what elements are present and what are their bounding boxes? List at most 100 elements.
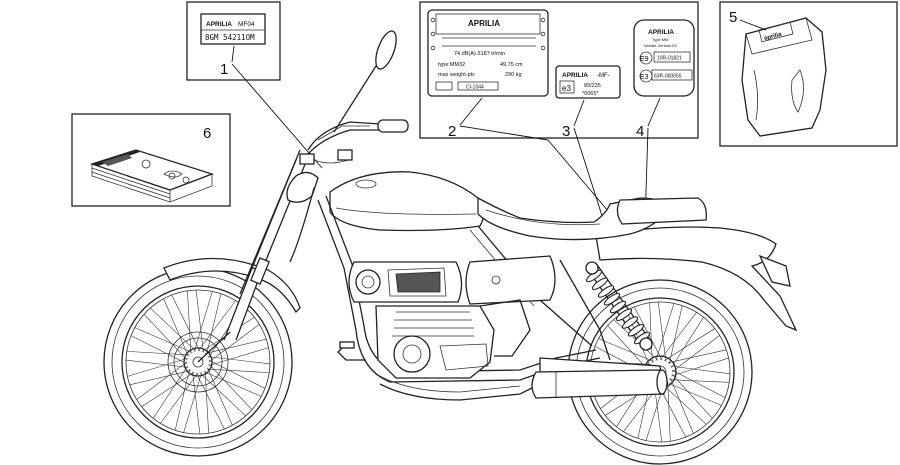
- leader-4-a: [647, 97, 661, 127]
- engine: [375, 299, 531, 379]
- plate-3-suffix: -MF-: [597, 73, 610, 79]
- plate-2-weight-label: max weight-ptc: [438, 72, 475, 78]
- front-wheel-spoke: [208, 359, 266, 389]
- front-fork: [197, 149, 311, 363]
- rear-wheel-spoke: [667, 381, 671, 442]
- front-wheel-spoke: [206, 293, 222, 355]
- plate-2-type-value: 49,75 cm: [500, 62, 523, 68]
- headlight: [286, 171, 319, 203]
- front-wheel-spoke: [187, 290, 192, 354]
- front-wheel-spoke: [199, 372, 246, 417]
- plate-4-variant: Variant-Version:03: [644, 43, 677, 48]
- rear-light: [758, 254, 791, 287]
- shock-spring-coil: [609, 300, 627, 314]
- rear-wheel-spoke: [671, 317, 704, 369]
- leader-2-b: [459, 125, 549, 141]
- front-wheel-spoke: [183, 372, 203, 433]
- front-wheel-spoke: [205, 338, 267, 354]
- plate-3-serial: *0065*: [582, 91, 599, 97]
- item-5-sticker-packet: aprilia: [741, 17, 827, 137]
- rear-wheel-spoke: [607, 325, 649, 371]
- rear-wheel-spoke: [657, 301, 667, 362]
- front-brake-disc: [167, 331, 229, 393]
- front-wheel-spoke: [141, 372, 195, 408]
- plate-2-data-label: APRILIA 74 dB(A)-3187 tr/min type:MM32 4…: [427, 9, 549, 97]
- front-wheel-spoke: [127, 357, 188, 377]
- shock-spring-coil: [627, 323, 645, 337]
- rear-wheel-spoke: [649, 302, 653, 363]
- leader-5: [739, 19, 767, 31]
- plate-3-homologation-label: APRILIA -MF- e3 89/235 *0065*: [555, 65, 621, 99]
- front-wheel-spoke: [197, 300, 236, 352]
- front-wheel-spoke: [207, 356, 271, 365]
- plate-2-noise: 74 dB(A)-3187 tr/min: [454, 51, 505, 57]
- rear-shock: [585, 261, 653, 351]
- leader-1-a: [231, 45, 235, 63]
- leader-3-b: [573, 127, 605, 223]
- leader-3-a: [573, 99, 585, 127]
- rear-wheel-spoke: [598, 338, 655, 362]
- plate-4-type: Type MM: [652, 37, 668, 42]
- inset-frame-manual-6: [71, 113, 231, 207]
- leader-2-a: [459, 97, 483, 126]
- rear-wheel-spoke: [669, 379, 730, 383]
- inset-frame-plates-2-4: [419, 1, 699, 139]
- front-wheel-spoke: [171, 294, 201, 352]
- motorcycle-drawing: [103, 30, 798, 465]
- front-wheel-spoke: [129, 370, 191, 386]
- side-cover: [465, 255, 556, 305]
- shock-spring-coil: [615, 308, 633, 322]
- passenger-pad: [616, 197, 707, 225]
- leader-1-b: [231, 63, 323, 169]
- front-fender: [163, 257, 301, 314]
- plate-3-mark: e3: [562, 84, 571, 93]
- callout-6: 6: [203, 125, 211, 142]
- exhaust: [379, 369, 668, 401]
- plate-4-code-1: 10R-01821: [657, 56, 682, 62]
- front-wheel-spoke: [174, 369, 190, 431]
- front-wheel-spoke: [208, 347, 269, 367]
- plate-1-model: MF04: [238, 21, 255, 28]
- front-wheel-spoke: [208, 363, 253, 410]
- callout-4: 4: [636, 123, 644, 140]
- rear-wheel-spoke: [663, 328, 715, 361]
- rear-wheel-spoke: [655, 303, 675, 361]
- rear-wheel-spoke: [665, 382, 722, 406]
- front-wheel-spoke: [207, 367, 233, 426]
- plate-4-mark-2: E3: [640, 74, 649, 81]
- air-filter-cover: [348, 261, 463, 303]
- front-wheel-spoke: [130, 335, 188, 365]
- rear-wheel-spoke: [671, 357, 729, 377]
- fuel-tank: [329, 171, 485, 232]
- plate-4-code-2: 63R-000055: [654, 74, 682, 80]
- plate-4-mark-1: E9: [640, 56, 649, 63]
- plate-2-code: CI-1044: [466, 85, 484, 91]
- shock-spring-coil: [603, 292, 621, 306]
- front-wheel-spoke: [134, 327, 193, 353]
- front-wheel-spoke: [195, 289, 204, 353]
- rear-wheel-spoke: [659, 312, 697, 361]
- front-wheel-spoke: [125, 359, 189, 368]
- plate-2-brand: APRILIA: [468, 19, 500, 28]
- front-wheel-spoke: [160, 372, 199, 424]
- front-wheel-spoke: [150, 307, 197, 352]
- front-wheel-spoke: [203, 371, 262, 397]
- front-wheel-spoke: [195, 372, 225, 430]
- plate-3-brand: APRILIA: [562, 72, 588, 79]
- front-wheel-spoke: [126, 351, 190, 356]
- plate-2-weight-value: 290 kg: [505, 72, 522, 78]
- plate-2-type-label: type:MM32: [438, 62, 465, 68]
- rear-wheel-spoke: [671, 373, 713, 419]
- rear-wheel-spoke: [667, 349, 727, 364]
- front-wheel-spoke: [143, 314, 188, 361]
- plate-1-brand: APRILIA: [206, 21, 232, 28]
- front-wheel-spoke: [152, 365, 188, 419]
- callout-5: 5: [729, 9, 737, 26]
- handlebar: [299, 30, 409, 165]
- plate-4-brand: APRILIA: [648, 29, 674, 36]
- front-wheel-spoke: [204, 370, 209, 434]
- leader-2-c: [547, 139, 615, 219]
- inset-frame-packet-5: [719, 1, 898, 147]
- plate-4-approval-label: APRILIA Type MM Variant-Version:03 E9 10…: [633, 19, 695, 97]
